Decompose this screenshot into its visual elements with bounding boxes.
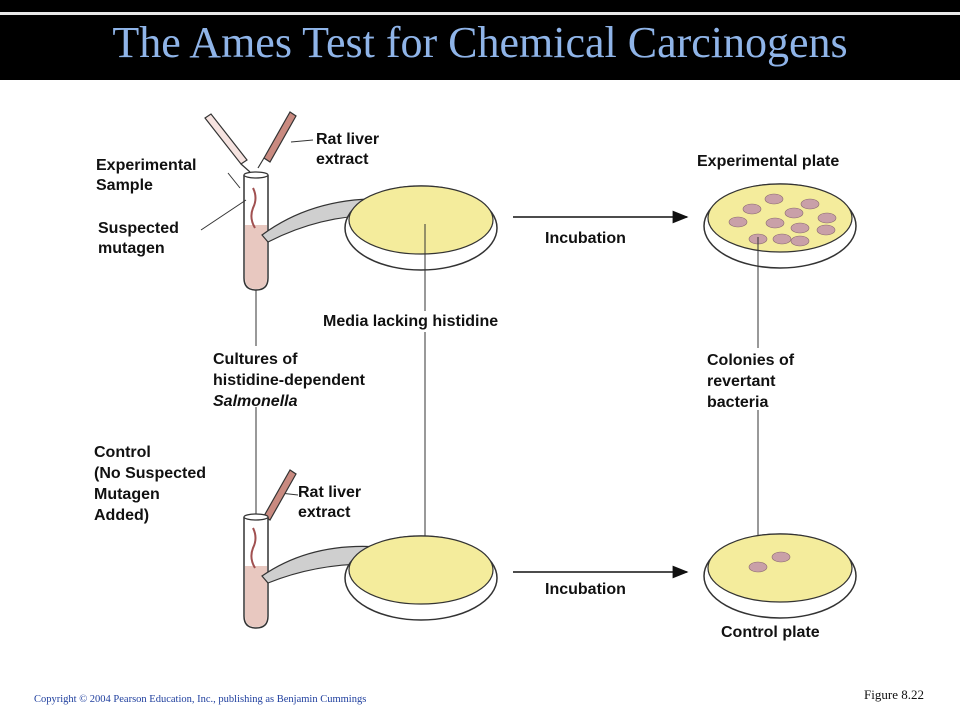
label-line: Mutagen (94, 486, 160, 503)
label-line: Rat liver (298, 484, 361, 501)
label-line: Added) (94, 507, 149, 524)
label-rat-liver-top: Rat liver extract (316, 131, 384, 168)
label-line: revertant (707, 373, 776, 390)
colonies-control (748, 551, 791, 573)
label-line: Colonies of (707, 352, 795, 369)
colony-mark (771, 551, 791, 563)
label-colonies: Colonies of revertant bacteria (707, 352, 799, 411)
colonies-experimental (728, 193, 837, 247)
label-line: Suspected (98, 220, 179, 237)
pipette-mutagen-icon (204, 113, 251, 173)
petri-dish-control-start (344, 535, 498, 621)
label-control-plate: Control plate (721, 624, 820, 641)
label-suspected-mutagen: Suspected mutagen (98, 220, 183, 257)
title-bar: The Ames Test for Chemical Carcinogens (0, 0, 960, 80)
label-line: histidine-dependent (213, 372, 366, 389)
label-experimental-sample: Experimental Sample (96, 157, 201, 194)
label-line: Control (94, 444, 151, 461)
label-line: extract (298, 504, 351, 521)
copyright-text: Copyright © 2004 Pearson Education, Inc.… (34, 694, 367, 705)
label-line: (No Suspected (94, 465, 206, 482)
label-line: Experimental (96, 157, 196, 174)
leader-line (290, 139, 314, 143)
label-line: Cultures of (213, 351, 298, 368)
label-cultures: Cultures of histidine-dependent Salmonel… (213, 351, 369, 410)
colony-mark (784, 207, 804, 219)
ames-test-diagram: Experimental Sample Rat liver extract Su… (94, 111, 857, 641)
label-line: bacteria (707, 394, 768, 411)
colony-mark (800, 198, 820, 210)
control-plate-dish (703, 533, 857, 619)
pipette-rat-liver-icon (257, 111, 297, 169)
title-rule (0, 12, 960, 15)
slide-title: The Ames Test for Chemical Carcinogens (112, 18, 848, 67)
label-incubation-top: Incubation (545, 230, 626, 247)
label-control: Control (No Suspected Mutagen Added) (94, 444, 210, 524)
test-tube-experimental-icon (243, 171, 269, 291)
label-rat-liver-bottom: Rat liver extract (298, 484, 366, 521)
colony-mark (790, 235, 810, 247)
petri-dish-experimental-start (344, 185, 498, 271)
label-media-lacking-histidine: Media lacking histidine (323, 313, 498, 330)
label-line: Sample (96, 177, 153, 194)
colony-mark (772, 233, 792, 245)
colony-mark (742, 203, 762, 215)
label-line: Salmonella (213, 393, 298, 410)
colony-mark (816, 224, 836, 236)
test-tube-control-icon (243, 513, 269, 629)
label-line: mutagen (98, 240, 165, 257)
colony-mark (765, 217, 785, 229)
colony-mark (764, 193, 784, 205)
label-line: Rat liver (316, 131, 379, 148)
colony-mark (748, 561, 768, 573)
colony-mark (817, 212, 837, 224)
figure-number: Figure 8.22 (864, 687, 924, 702)
colony-mark (790, 222, 810, 234)
leader-line (200, 199, 247, 231)
colony-mark (728, 216, 748, 228)
label-line: extract (316, 151, 369, 168)
leader-line (227, 172, 241, 189)
label-experimental-plate: Experimental plate (697, 153, 839, 170)
label-incubation-bottom: Incubation (545, 581, 626, 598)
